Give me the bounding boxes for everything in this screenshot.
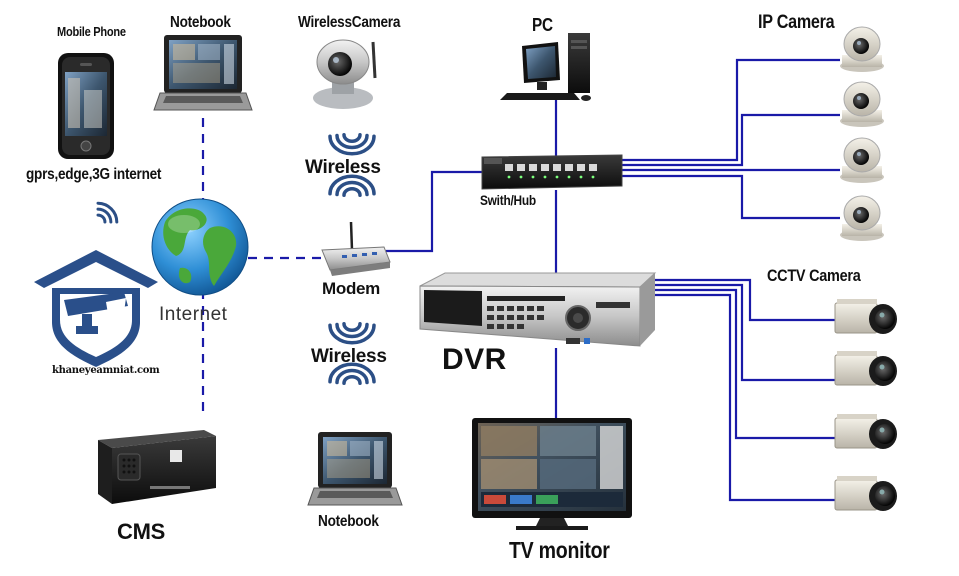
modem-label: Modem bbox=[322, 279, 381, 298]
notebook-bottom-label: Notebook bbox=[318, 513, 379, 530]
website-label: khaneyeamniat.com bbox=[52, 365, 160, 376]
wireless-router-icon bbox=[321, 221, 391, 276]
wireless-signal-group bbox=[96, 133, 376, 385]
wireless-bottom-label: Wireless bbox=[311, 346, 387, 367]
dome-ip-camera-icon bbox=[840, 81, 884, 127]
wireless-signal-icon bbox=[328, 174, 376, 197]
link-dvr-cctv-1 bbox=[655, 278, 835, 322]
gprs-label: gprs,edge,3G internet bbox=[26, 166, 162, 183]
wireless-camera-icon bbox=[313, 39, 377, 109]
wireless-top-label: Wireless bbox=[305, 157, 381, 178]
cctv-camera-group bbox=[834, 299, 897, 511]
cms-label: CMS bbox=[117, 519, 165, 544]
cms-server-icon bbox=[98, 430, 216, 504]
bullet-cctv-camera-icon bbox=[834, 414, 897, 449]
mobile-phone-label: Mobile Phone bbox=[57, 24, 126, 39]
tv-monitor-label: TV monitor bbox=[509, 537, 610, 563]
mobile-phone-icon bbox=[58, 53, 114, 159]
link-dvr-cctv-2 bbox=[655, 283, 835, 382]
link-switch-ipcam-1 bbox=[622, 58, 840, 162]
link-switch-ipcam-2 bbox=[622, 113, 840, 167]
ip-camera-label: IP Camera bbox=[758, 12, 835, 33]
notebook-icon bbox=[153, 35, 253, 111]
link-modem-switch bbox=[386, 170, 482, 253]
ip-camera-group bbox=[840, 26, 884, 241]
bullet-cctv-camera-icon bbox=[834, 351, 897, 386]
wireless-signal-icon bbox=[328, 322, 376, 345]
link-dvr-cctv-4 bbox=[655, 293, 835, 502]
pc-label: PC bbox=[532, 15, 553, 35]
tv-monitor-icon bbox=[472, 418, 632, 530]
desktop-pc-icon bbox=[500, 33, 591, 101]
wireless-signal-icon bbox=[96, 201, 119, 224]
dome-ip-camera-icon bbox=[840, 195, 884, 241]
wireless-camera-label: WirelessCamera bbox=[298, 14, 401, 31]
internet-globe-icon bbox=[151, 198, 249, 296]
network-switch-icon bbox=[481, 154, 623, 190]
notebook-icon bbox=[307, 432, 403, 506]
link-switch-ipcam-4 bbox=[622, 174, 840, 220]
dome-ip-camera-icon bbox=[840, 137, 884, 183]
dome-ip-camera-icon bbox=[840, 26, 884, 72]
dvr-label: DVR bbox=[442, 343, 507, 376]
cctv-camera-label: CCTV Camera bbox=[767, 266, 861, 285]
wireless-signal-icon bbox=[328, 362, 376, 385]
dvr-recorder-icon bbox=[419, 272, 657, 347]
wireless-signal-icon bbox=[328, 133, 376, 156]
connection-lines bbox=[201, 58, 840, 502]
notebook-top-label: Notebook bbox=[170, 14, 231, 31]
link-dvr-cctv-3 bbox=[655, 288, 835, 440]
switch-hub-label: Swith/Hub bbox=[480, 192, 536, 208]
bullet-cctv-camera-icon bbox=[834, 476, 897, 511]
security-house-logo bbox=[34, 250, 158, 367]
internet-label: Internet bbox=[159, 304, 228, 325]
bullet-cctv-camera-icon bbox=[834, 299, 897, 334]
